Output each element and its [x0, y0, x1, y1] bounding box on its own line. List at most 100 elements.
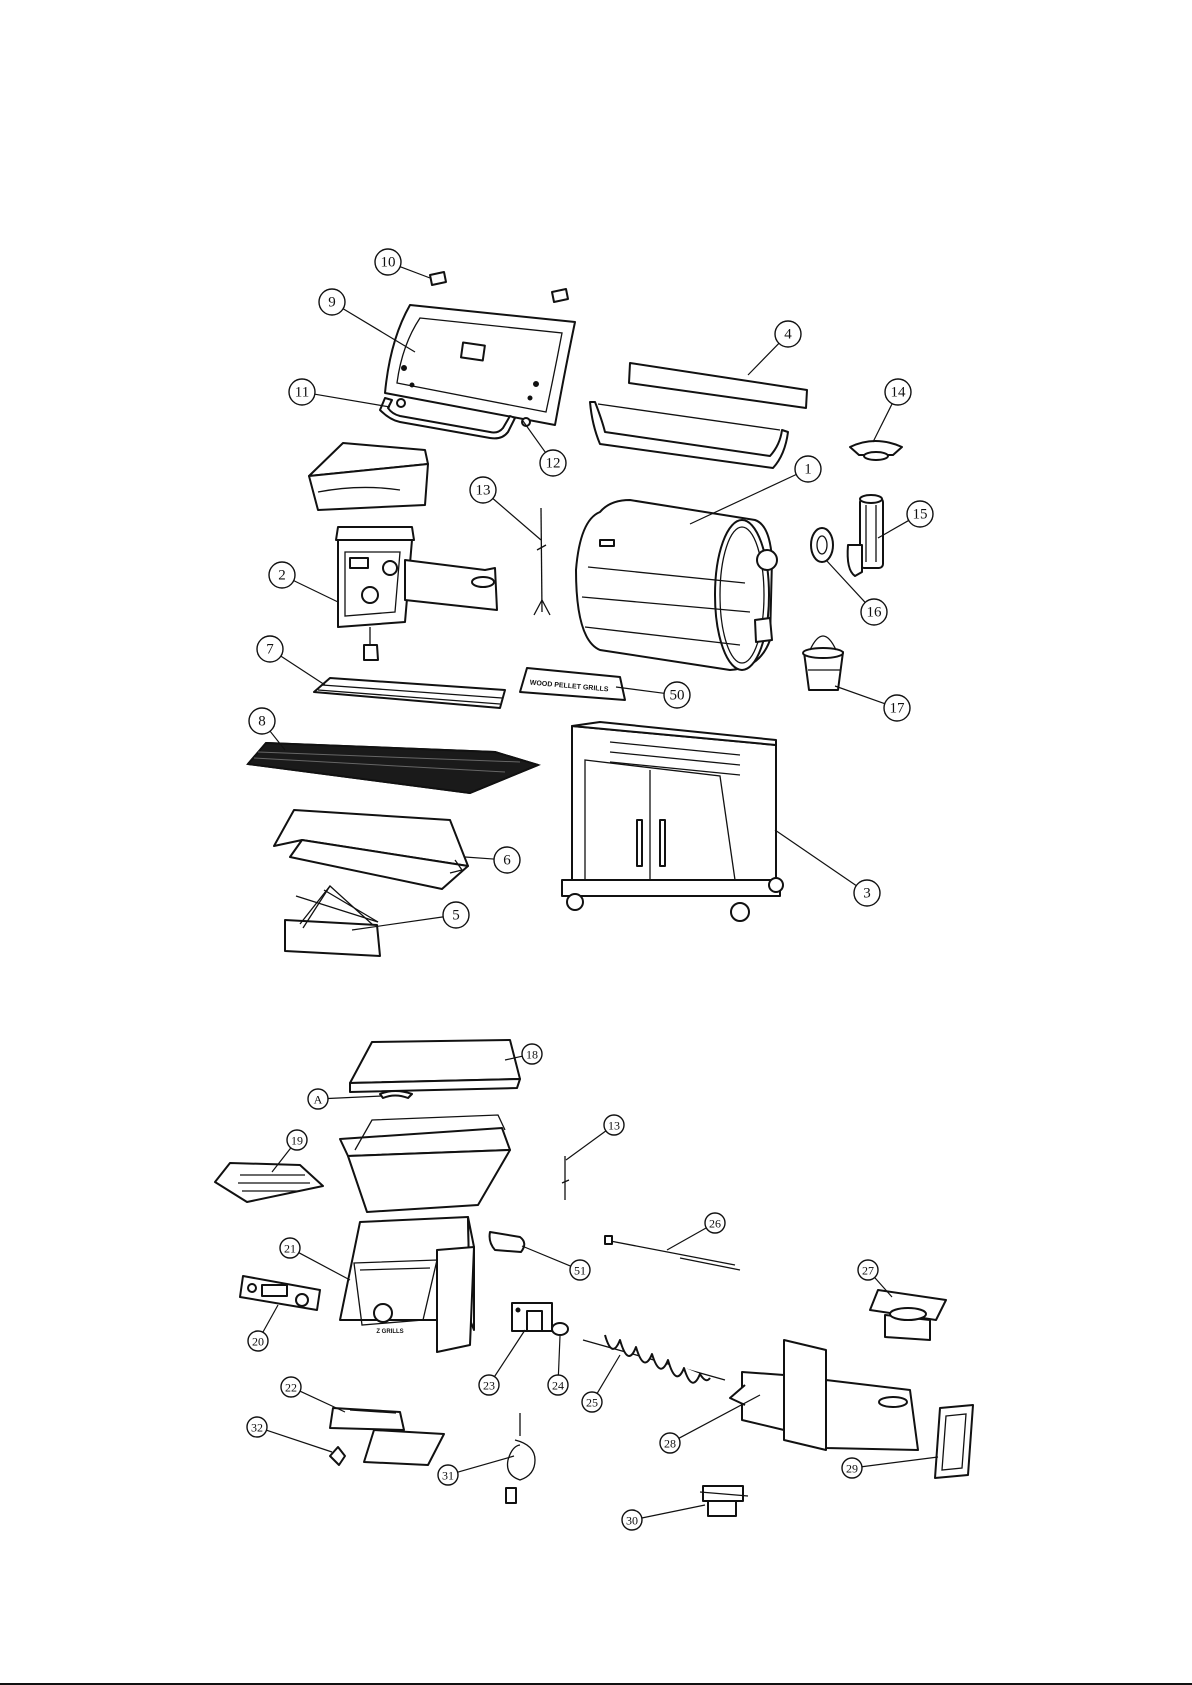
- lower-callout-26: 26: [667, 1213, 725, 1250]
- control-panel: [240, 1276, 320, 1310]
- fire-pot: [870, 1290, 946, 1340]
- callout-number: 3: [863, 886, 871, 902]
- heat-deflector-top: [590, 363, 807, 468]
- callout-leader-line: [300, 1391, 345, 1412]
- brand-plate: WOOD PELLET GRILLS: [520, 668, 625, 700]
- callout-leader-line: [315, 394, 390, 407]
- callout-number: 17: [890, 701, 906, 717]
- callout-number: 32: [251, 1421, 263, 1435]
- callout-number: 5: [452, 908, 460, 924]
- warming-rack: [314, 678, 505, 708]
- callout-number: 10: [381, 255, 396, 271]
- power-cord: [506, 1413, 535, 1503]
- lid-hinge-left: [430, 272, 446, 285]
- callout-number: 1: [804, 462, 812, 478]
- combustion-fan: [700, 1486, 748, 1516]
- callout-number: 51: [574, 1264, 586, 1278]
- callout-leader-line: [566, 1131, 606, 1160]
- callout-leader-line: [690, 474, 796, 524]
- callout-leader-line: [458, 1456, 514, 1472]
- hopper-housing: Z GRILLS: [340, 1217, 474, 1352]
- callout-number: 27: [862, 1264, 874, 1278]
- upper-callout-6: 6: [465, 847, 520, 873]
- callout-leader-line: [299, 1253, 350, 1280]
- upper-callout-14: 14: [873, 379, 911, 442]
- callout-leader-line: [465, 857, 494, 859]
- upper-callout-2: 2: [269, 562, 338, 602]
- callout-leader-line: [294, 581, 338, 602]
- callout-number: 4: [784, 327, 792, 343]
- upper-callout-50: 50: [616, 682, 690, 708]
- auger-bushing: [552, 1323, 568, 1335]
- callout-leader-line: [862, 1457, 938, 1467]
- callout-number: A: [314, 1093, 323, 1107]
- callout-leader-line: [494, 1330, 525, 1377]
- lower-callout-29: 29: [842, 1457, 938, 1478]
- lid-hinge-right: [552, 289, 568, 302]
- callout-leader-line: [558, 1336, 560, 1375]
- lower-callout-51: 51: [522, 1246, 590, 1280]
- callout-leader-line: [522, 1246, 571, 1266]
- callout-number: 12: [546, 456, 561, 472]
- ash-drawer: [330, 1408, 444, 1465]
- hopper-safety-grate: [215, 1163, 323, 1202]
- grease-bucket: [803, 636, 843, 690]
- control-knob: [330, 1447, 345, 1465]
- callout-number: 18: [526, 1048, 538, 1062]
- callout-number: 19: [291, 1134, 303, 1148]
- upper-callout-15: 15: [878, 501, 933, 538]
- callout-leader-line: [748, 343, 779, 375]
- hopper-lid-handle: [380, 1091, 412, 1098]
- lower-callout-20: 20: [248, 1305, 278, 1351]
- lower-callout-27: 27: [858, 1260, 892, 1297]
- callout-number: 9: [328, 295, 336, 311]
- hopper-brand-label: Z GRILLS: [376, 1329, 403, 1335]
- callout-number: 30: [626, 1514, 638, 1528]
- callout-leader-line: [281, 656, 325, 685]
- lower-callout-30: 30: [622, 1505, 705, 1530]
- auger-screw: [583, 1335, 725, 1383]
- upper-callout-10: 10: [375, 249, 430, 278]
- hopper-lid: [309, 443, 428, 510]
- callout-number: 28: [664, 1437, 676, 1451]
- callout-leader-line: [400, 267, 430, 278]
- lower-callout-25: 25: [582, 1355, 620, 1412]
- cabinet-base: [562, 722, 783, 921]
- callout-leader-line: [642, 1505, 705, 1518]
- callout-number: 31: [442, 1469, 454, 1483]
- hopper-controller-assembly: [336, 527, 497, 660]
- callout-number: 8: [258, 714, 266, 730]
- upper-callout-11: 11: [289, 379, 390, 407]
- heat-baffle: [274, 810, 468, 889]
- burn-pot-gasket: [935, 1405, 973, 1478]
- cooking-grate: [248, 743, 538, 793]
- probe-rod: [562, 1156, 569, 1200]
- lower-callout-21: 21: [280, 1238, 350, 1280]
- callout-number: 24: [552, 1379, 564, 1393]
- callout-leader-line: [266, 1430, 332, 1452]
- callout-leader-line: [775, 830, 856, 886]
- callout-number: 16: [867, 605, 883, 621]
- upper-callout-17: 17: [835, 686, 910, 721]
- callout-leader-line: [523, 421, 545, 452]
- temperature-probe: [605, 1236, 740, 1270]
- lower-callout-32: 32: [247, 1417, 332, 1452]
- fire-pot-stand: [285, 886, 380, 956]
- callout-leader-line: [873, 404, 892, 442]
- lower-callout-13: 13: [566, 1115, 624, 1160]
- upper-callout-4: 4: [748, 321, 801, 375]
- callout-number: 25: [586, 1396, 598, 1410]
- lower-callout-31: 31: [438, 1456, 514, 1485]
- upper-callout-7: 7: [257, 636, 325, 685]
- callout-number: 26: [709, 1217, 721, 1231]
- chimney-cap: [850, 441, 902, 460]
- callout-number: 11: [295, 385, 309, 401]
- callout-number: 50: [670, 688, 685, 704]
- chimney-pipe: [848, 495, 883, 576]
- grill-lid: [385, 305, 575, 425]
- upper-callout-13: 13: [470, 477, 541, 540]
- callout-leader-line: [835, 686, 885, 704]
- upper-callout-12: 12: [523, 421, 566, 476]
- chimney-gasket: [811, 528, 833, 562]
